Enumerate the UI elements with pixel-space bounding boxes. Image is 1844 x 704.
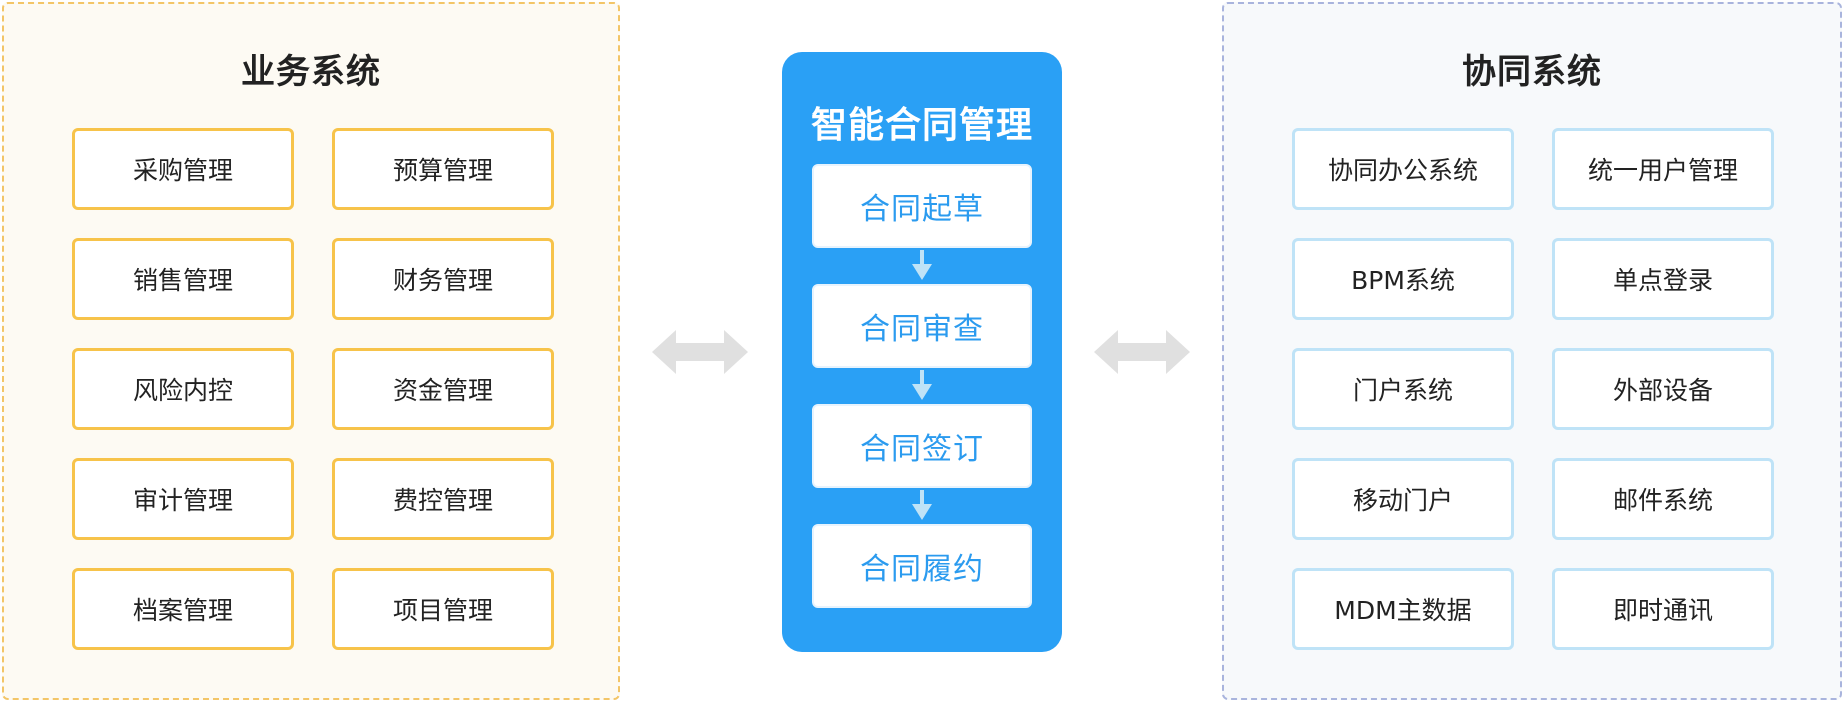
collab-item: 统一用户管理 — [1552, 128, 1774, 210]
business-item: 财务管理 — [332, 238, 554, 320]
collab-item: 邮件系统 — [1552, 458, 1774, 540]
collab-systems-title: 协同系统 — [1462, 52, 1602, 92]
business-item: 档案管理 — [72, 568, 294, 650]
step-draft: 合同起草 — [812, 164, 1032, 248]
collab-item: BPM系统 — [1292, 238, 1514, 320]
collab-item: 门户系统 — [1292, 348, 1514, 430]
collab-item: MDM主数据 — [1292, 568, 1514, 650]
collab-item: 单点登录 — [1552, 238, 1774, 320]
collab-item: 协同办公系统 — [1292, 128, 1514, 210]
collab-systems-grid: 协同办公系统 统一用户管理 BPM系统 单点登录 门户系统 外部设备 移动门户 … — [1292, 128, 1774, 650]
collab-item: 即时通讯 — [1552, 568, 1774, 650]
business-item: 审计管理 — [72, 458, 294, 540]
step-fulfill: 合同履约 — [812, 524, 1032, 608]
collab-item: 外部设备 — [1552, 348, 1774, 430]
contract-management-panel: 智能合同管理 合同起草 合同审查 合同签订 合同履约 — [782, 52, 1062, 652]
business-item: 项目管理 — [332, 568, 554, 650]
business-item: 销售管理 — [72, 238, 294, 320]
bidirectional-arrow-left — [652, 330, 748, 374]
contract-management-title: 智能合同管理 — [810, 105, 1033, 146]
down-arrow-icon — [912, 490, 932, 520]
business-item: 预算管理 — [332, 128, 554, 210]
business-item: 风险内控 — [72, 348, 294, 430]
bidirectional-arrow-right — [1094, 330, 1190, 374]
down-arrow-icon — [912, 250, 932, 280]
business-systems-grid: 采购管理 预算管理 销售管理 财务管理 风险内控 资金管理 审计管理 费控管理 … — [72, 128, 554, 650]
business-item: 费控管理 — [332, 458, 554, 540]
collab-item: 移动门户 — [1292, 458, 1514, 540]
business-systems-panel: 业务系统 采购管理 预算管理 销售管理 财务管理 风险内控 资金管理 审计管理 … — [2, 2, 620, 700]
business-systems-title: 业务系统 — [241, 52, 381, 92]
down-arrow-icon — [912, 370, 932, 400]
step-review: 合同审查 — [812, 284, 1032, 368]
step-sign: 合同签订 — [812, 404, 1032, 488]
business-item: 资金管理 — [332, 348, 554, 430]
collab-systems-panel: 协同系统 协同办公系统 统一用户管理 BPM系统 单点登录 门户系统 外部设备 … — [1222, 2, 1842, 700]
business-item: 采购管理 — [72, 128, 294, 210]
